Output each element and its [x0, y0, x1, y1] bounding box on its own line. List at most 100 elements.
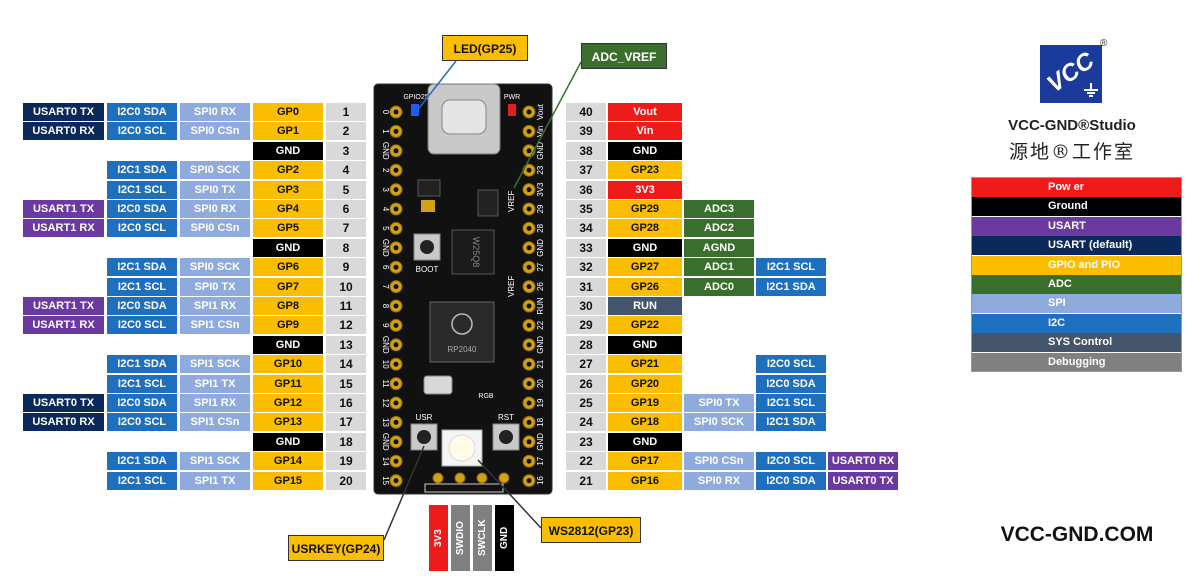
usart-label: USART0 RX: [23, 413, 104, 431]
pin-number: 31: [566, 278, 606, 296]
gpio-pin-label: GP13: [253, 413, 323, 431]
rgb-silk-label: RGB: [478, 393, 494, 400]
i2c-label: I2C1 SCL: [107, 181, 177, 199]
pin-number: 8: [326, 239, 366, 257]
gpio-pin-label: GP23: [608, 161, 682, 179]
vref-silk-label: VREF: [507, 276, 516, 297]
pin-number: 10: [326, 278, 366, 296]
debug-pad-icon: [498, 472, 510, 484]
silk-label-right: Vout: [536, 103, 545, 120]
debug-pad-icon: [454, 472, 466, 484]
pin-hole-icon: [526, 264, 532, 270]
pin-number: 20: [326, 472, 366, 490]
spi-label: SPI0 TX: [684, 394, 754, 412]
pin-hole-icon: [393, 245, 399, 251]
boot-button-cap-icon: [420, 240, 434, 254]
diode-icon: [421, 200, 435, 212]
flash-chip-icon: [451, 229, 495, 275]
silk-label-right: 18: [536, 417, 545, 426]
pin-hole-icon: [526, 419, 532, 425]
rst-button-cap-icon: [499, 430, 513, 444]
raspberry-logo-icon: [451, 313, 473, 335]
pin-hole-icon: [526, 187, 532, 193]
led-blue-icon: [411, 104, 419, 116]
vcc-logo: VCC: [1040, 45, 1102, 103]
pin-number: 15: [326, 375, 366, 393]
spi-label: SPI0 RX: [180, 103, 250, 121]
crystal-icon: [423, 375, 453, 395]
gpio-pin-label: GND: [608, 336, 682, 354]
pin-number: 14: [326, 355, 366, 373]
pin-hole-icon: [526, 458, 532, 464]
i2c-label: I2C0 SDA: [756, 375, 826, 393]
spi-label: SPI0 SCK: [180, 258, 250, 276]
legend-frame: [971, 177, 1182, 372]
legend-item: GPIO and PIO: [972, 255, 1182, 275]
legend-item: SYS Control: [972, 333, 1182, 353]
pin-number: 25: [566, 394, 606, 412]
pin-hole-icon: [526, 303, 532, 309]
usart-label: USART1 RX: [23, 316, 104, 334]
pin-number: 33: [566, 239, 606, 257]
registered-icon: ®: [1100, 38, 1108, 49]
spi-label: SPI0 RX: [684, 472, 754, 490]
silk-label-left: 7: [381, 284, 390, 289]
pin-hole-icon: [526, 439, 532, 445]
silk-label-right: GND: [536, 433, 545, 451]
debug-pin-label: GND: [495, 505, 514, 571]
i2c-label: I2C1 SCL: [107, 375, 177, 393]
i2c-label: I2C0 SCL: [107, 316, 177, 334]
gpio-pin-label: GP15: [253, 472, 323, 490]
legend-item: ADC: [972, 275, 1182, 294]
adc-label: ADC3: [684, 200, 754, 218]
i2c-label: I2C1 SCL: [756, 394, 826, 412]
pin-number: 39: [566, 122, 606, 140]
spi-label: SPI0 SCK: [180, 161, 250, 179]
silk-label-right: 20: [536, 379, 545, 388]
usr-silk-label: USR: [416, 413, 433, 422]
pin-number: 35: [566, 200, 606, 218]
i2c-label: I2C1 SCL: [756, 258, 826, 276]
pin-number: 19: [326, 452, 366, 470]
gpio-pin-label: GP17: [608, 452, 682, 470]
flash-chip-label: W25Q8: [471, 237, 481, 268]
adc-label: AGND: [684, 239, 754, 257]
silk-label-left: GND: [381, 142, 390, 160]
spi-label: SPI0 TX: [180, 181, 250, 199]
silk-label-left: 8: [381, 304, 390, 309]
gpio-pin-label: GP12: [253, 394, 323, 412]
gpio-pin-label: GP3: [253, 181, 323, 199]
spi-label: SPI1 SCK: [180, 355, 250, 373]
pin-number: 29: [566, 316, 606, 334]
pin-hole-icon: [393, 361, 399, 367]
i2c-label: I2C0 SCL: [756, 355, 826, 373]
i2c-label: I2C1 SDA: [107, 161, 177, 179]
pin-hole-icon: [393, 167, 399, 173]
gpio-pin-label: GP28: [608, 219, 682, 237]
pin-number: 36: [566, 181, 606, 199]
pin-number: 28: [566, 336, 606, 354]
silk-label-right: 23: [536, 165, 545, 174]
i2c-label: I2C0 SCL: [107, 413, 177, 431]
pin-hole-icon: [526, 245, 532, 251]
gpio-pin-label: GP5: [253, 219, 323, 237]
pin-hole-icon: [526, 478, 532, 484]
ws2812-lens-icon: [448, 434, 476, 462]
ws2812-callout-line: [477, 459, 542, 529]
silk-label-right: GND: [536, 336, 545, 354]
gpio-pin-label: GP8: [253, 297, 323, 315]
debug-pin-label: 3V3: [429, 505, 448, 571]
pin-hole-icon: [393, 303, 399, 309]
gpio-pin-label: GP29: [608, 200, 682, 218]
gpio-pin-label: Vin: [608, 122, 682, 140]
pin-hole-icon: [393, 322, 399, 328]
pin-hole-icon: [526, 381, 532, 387]
silk-label-left: 12: [381, 399, 390, 408]
pin-hole-icon: [526, 225, 532, 231]
pin-hole-icon: [526, 148, 532, 154]
led-callout: LED(GP25): [442, 35, 528, 61]
silk-label-left: 1: [381, 129, 390, 134]
pin-hole-icon: [393, 148, 399, 154]
gpio-pin-label: GP19: [608, 394, 682, 412]
brand-chinese-line: 源地®工作室: [1008, 141, 1135, 163]
